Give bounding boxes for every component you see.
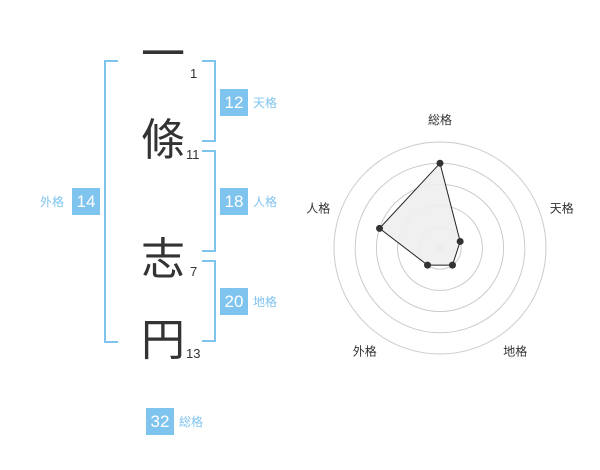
soukaku-value-badge: 32 (146, 408, 174, 435)
chikaku-label: 地格 (253, 295, 278, 309)
strokes-char-1: 1 (190, 66, 198, 81)
strokes-char-4: 13 (186, 346, 201, 361)
soukaku-label: 総格 (179, 415, 204, 429)
radar-axis-label: 人格 (306, 200, 330, 215)
name-char-1: 一 (141, 29, 185, 80)
tenkaku-label: 天格 (253, 96, 278, 110)
strokes-char-2: 11 (186, 147, 200, 162)
tenkaku-bracket (202, 60, 216, 142)
jinkaku-bracket (202, 150, 216, 252)
radar-series-area (378, 162, 461, 266)
jinkaku-label: 人格 (253, 195, 278, 209)
name-char-2: 條 (141, 115, 185, 166)
gaikaku-label: 外格 (40, 195, 65, 209)
gaikaku-value-badge: 14 (72, 188, 100, 215)
name-char-3: 志 (141, 234, 185, 285)
tenkaku-value-badge: 12 (220, 89, 248, 116)
radar-point-2 (456, 237, 464, 245)
radar-grid-ring (333, 141, 547, 355)
gaikaku-bracket (104, 60, 118, 343)
name-char-4: 円 (141, 315, 185, 366)
radar-point-5 (376, 224, 384, 232)
radar-point-1 (436, 159, 444, 167)
radar-point-4 (424, 261, 432, 269)
jinkaku-value-badge: 18 (220, 188, 248, 215)
strokes-char-3: 7 (190, 264, 198, 279)
chikaku-bracket (202, 260, 216, 342)
chikaku-value-badge: 20 (220, 288, 248, 315)
radar-axis-label: 地格 (503, 344, 527, 359)
radar-axis-label: 外格 (353, 344, 377, 359)
radar-axis-label: 天格 (550, 200, 574, 215)
radar-point-3 (448, 261, 456, 269)
radar-axis-label: 総格 (428, 112, 452, 127)
